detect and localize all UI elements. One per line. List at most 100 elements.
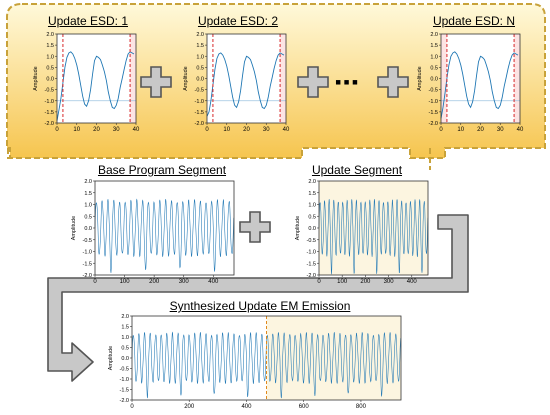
base-title: Base Program Segment [97,163,227,177]
y-axis-label: Amplitude [183,66,189,90]
y-tick-label: -1.5 [195,110,204,116]
y-tick-label: -2.0 [307,273,316,279]
x-tick-label: 40 [517,127,524,133]
y-tick-label: -2.0 [120,398,129,404]
x-tick-label: 0 [439,127,443,133]
signal-line [440,51,519,119]
x-tick-label: 200 [149,279,160,285]
y-tick-label: 1.0 [46,54,54,60]
y-tick-label: -1.5 [429,110,438,116]
y-tick-label: -1.0 [83,250,92,256]
y-axis-label: Amplitude [33,66,39,90]
y-tick-label: 0.5 [308,214,316,220]
x-tick-label: 600 [299,404,310,410]
x-tick-label: 300 [179,279,190,285]
y-tick-label: -2.0 [429,121,438,127]
synth-title: Synthesized Update EM Emission [169,299,351,313]
y-tick-label: -0.5 [195,88,204,94]
y-tick-label: 1.5 [430,43,438,49]
x-tick-label: 0 [130,404,134,410]
plot-area [441,34,520,123]
x-tick-label: 30 [497,127,504,133]
y-tick-label: -1.5 [307,261,316,267]
plus-icon [297,66,329,98]
x-tick-label: 10 [457,127,464,133]
y-tick-label: 1.5 [196,43,204,49]
x-tick-label: 300 [384,279,395,285]
x-tick-label: 0 [93,279,97,285]
x-tick-label: 100 [337,279,348,285]
plus-icon [239,211,271,243]
esd-region [514,34,520,123]
y-tick-label: -1.0 [307,250,316,256]
signal-line [206,52,285,117]
x-tick-label: 100 [120,279,131,285]
x-tick-label: 400 [407,279,418,285]
y-tick-label: 0.5 [430,65,438,71]
x-tick-label: 30 [263,127,270,133]
y-tick-label: 0.0 [84,226,92,232]
y-tick-label: -2.0 [83,273,92,279]
x-tick-label: 20 [477,127,484,133]
y-tick-label: -2.0 [195,121,204,127]
y-tick-label: -0.5 [307,238,316,244]
signal-line [318,199,429,275]
y-axis-label: Amplitude [417,66,423,90]
y-tick-label: 0.5 [121,346,129,352]
update-region [266,316,401,400]
x-tick-label: 10 [73,127,80,133]
y-tick-label: 0.0 [430,77,438,83]
x-tick-label: 0 [205,127,209,133]
y-tick-label: 2.0 [121,314,129,320]
x-tick-label: 200 [360,279,371,285]
y-tick-label: 2.0 [430,32,438,38]
esdN-plot: -2.0 -1.5 -1.0 -0.5 0.0 0.5 1.0 1.5 2.0 0 10 20 30 40… [417,32,524,133]
plus-icon [140,66,172,98]
update-title: Update Segment [311,163,403,177]
esdN-title: Update ESD: N [432,14,516,28]
esd-region [441,34,447,123]
x-tick-label: 20 [243,127,250,133]
y-tick-label: 1.0 [308,203,316,209]
y-tick-label: 0.5 [196,65,204,71]
esd1-title: Update ESD: 1 [47,14,129,28]
x-tick-label: 400 [241,404,252,410]
y-tick-label: -0.5 [45,88,54,94]
signal-line [56,51,135,121]
band-bracket [7,148,431,170]
y-tick-label: 2.0 [46,32,54,38]
y-tick-label: 1.0 [430,54,438,60]
y-tick-label: -0.5 [120,367,129,373]
y-tick-label: -1.5 [120,388,129,394]
y-tick-label: -1.0 [120,377,129,383]
y-tick-label: -1.0 [195,99,204,105]
x-tick-label: 0 [55,127,59,133]
y-tick-label: -1.0 [45,99,54,105]
y-tick-label: 0.0 [196,77,204,83]
esd-region [280,34,286,123]
y-tick-label: 0.0 [121,356,129,362]
y-tick-label: -1.0 [429,99,438,105]
y-axis-label: Amplitude [295,216,301,240]
x-tick-label: 0 [317,279,321,285]
plot-area [207,34,286,123]
esd-region [130,34,136,123]
y-tick-label: 0.5 [46,65,54,71]
x-tick-label: 40 [133,127,140,133]
y-tick-label: 1.5 [121,325,129,331]
y-axis-label: Amplitude [108,346,114,370]
y-tick-label: 1.5 [308,191,316,197]
signal-line [131,331,401,399]
x-tick-label: 40 [283,127,290,133]
y-tick-label: 2.0 [196,32,204,38]
y-tick-label: 1.5 [46,43,54,49]
y-tick-label: -0.5 [429,88,438,94]
y-tick-label: 1.0 [84,203,92,209]
signal-line [94,198,234,273]
y-tick-label: -2.0 [45,121,54,127]
